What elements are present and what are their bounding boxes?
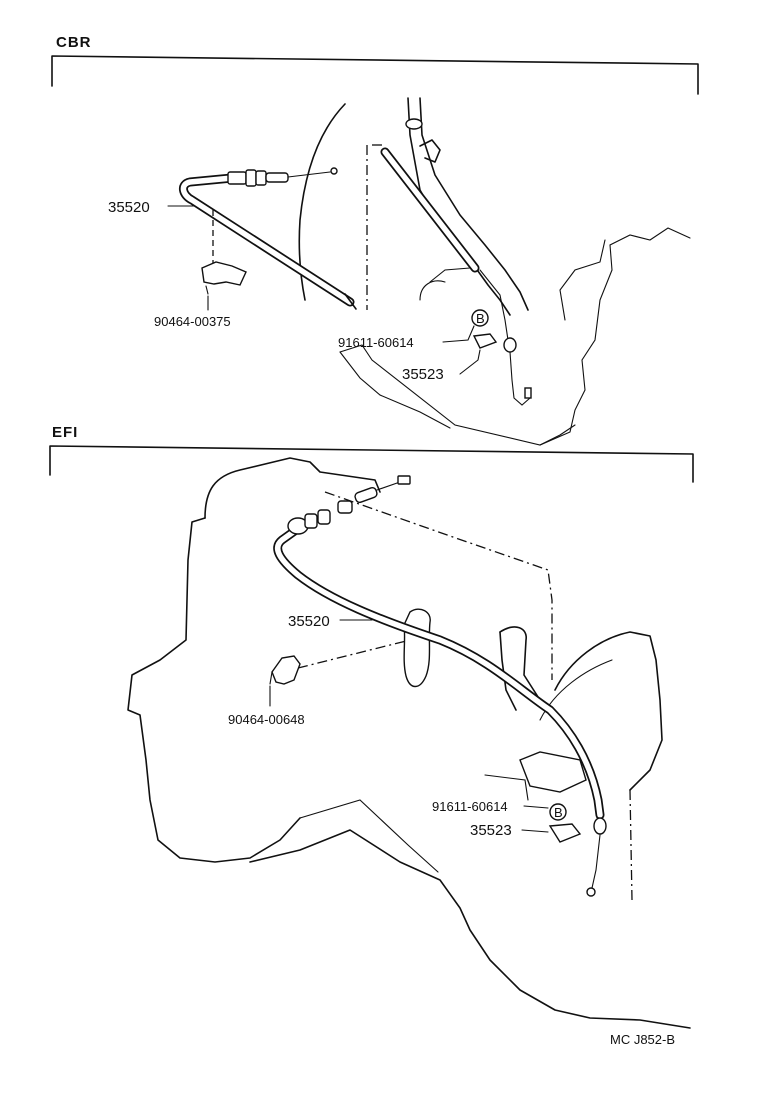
efi-engine-outline bbox=[204, 457, 381, 519]
cbr-bracket-label: 35523 bbox=[402, 366, 444, 383]
cbr-clamp-label: 90464-00375 bbox=[154, 314, 231, 329]
efi-bracket-icon bbox=[548, 823, 582, 843]
efi-leader-bracket bbox=[521, 829, 549, 833]
cbr-leader-bracket bbox=[459, 349, 481, 375]
efi-leader-bolt bbox=[523, 805, 549, 809]
cbr-dipstick-pipe-2 bbox=[419, 97, 529, 311]
efi-section-bracket bbox=[49, 445, 694, 483]
efi-throttle-tube bbox=[499, 626, 541, 701]
cbr-trans-detail bbox=[559, 239, 606, 321]
efi-cable-nut-2 bbox=[304, 513, 318, 529]
cbr-section-title: CBR bbox=[56, 34, 92, 51]
efi-throttle-bracket bbox=[519, 751, 587, 793]
cbr-section: CBR bbox=[51, 34, 699, 446]
cbr-cable-nut-1 bbox=[245, 169, 257, 187]
efi-clamp-label: 90464-00648 bbox=[228, 712, 305, 727]
cbr-detail-1 bbox=[429, 267, 471, 283]
cbr-cable-boot bbox=[503, 337, 517, 353]
efi-bolt-label: 91611-60614 bbox=[432, 799, 508, 814]
efi-bracket-base bbox=[484, 774, 529, 801]
cbr-cable-tail bbox=[509, 351, 531, 406]
cbr-bolt-marker bbox=[471, 309, 489, 327]
efi-section-title: EFI bbox=[52, 424, 78, 441]
cbr-engine-base bbox=[339, 227, 691, 446]
cbr-bolt-marker-label: B bbox=[476, 311, 485, 326]
cbr-engine-lower bbox=[339, 351, 451, 429]
cbr-inner-cable bbox=[287, 171, 331, 178]
cbr-cable-end bbox=[330, 167, 338, 175]
cbr-cable-nut-2 bbox=[255, 170, 267, 186]
cbr-section-bracket bbox=[51, 55, 699, 95]
efi-cable-boot bbox=[593, 817, 607, 835]
efi-cable-sleeve bbox=[354, 486, 378, 504]
efi-dash-trans bbox=[629, 789, 633, 901]
efi-cable-nut-4 bbox=[337, 500, 353, 514]
efi-dash-upper bbox=[324, 491, 553, 680]
efi-intake-runner bbox=[403, 608, 431, 688]
cbr-cable-fitting bbox=[227, 171, 247, 185]
figure-code: MC J852-B bbox=[610, 1032, 675, 1047]
cbr-cable-lower bbox=[479, 269, 509, 341]
cbr-cable-clip bbox=[419, 139, 441, 163]
cbr-cable-end-cap bbox=[344, 293, 357, 310]
efi-section: EFI bbox=[49, 424, 694, 1029]
cbr-leader-bolt bbox=[442, 325, 475, 343]
efi-inner-cable bbox=[376, 481, 401, 491]
efi-engine-bottom bbox=[249, 829, 691, 1029]
efi-cable-label: 35520 bbox=[288, 613, 330, 630]
efi-engine-sump bbox=[299, 799, 439, 873]
efi-transmission bbox=[554, 631, 663, 791]
efi-clamp-icon bbox=[271, 655, 301, 685]
cbr-pipe-cap bbox=[405, 118, 423, 130]
cbr-cable-sleeve bbox=[265, 172, 289, 183]
cbr-clamp-icon bbox=[201, 261, 247, 286]
efi-dash-clamp bbox=[297, 639, 411, 669]
efi-cable-tail bbox=[591, 834, 601, 889]
efi-engine-left bbox=[127, 517, 301, 863]
cbr-bracket-icon bbox=[472, 333, 498, 349]
efi-bracket-label: 35523 bbox=[470, 822, 512, 839]
efi-cable-tip bbox=[586, 887, 596, 897]
cbr-cable-tip bbox=[524, 387, 532, 399]
efi-cable-end bbox=[397, 475, 411, 485]
cbr-arc bbox=[419, 280, 446, 301]
cbr-trans-lower bbox=[539, 424, 576, 446]
efi-bolt-marker bbox=[549, 803, 567, 821]
efi-bolt-marker-label: B bbox=[554, 805, 563, 820]
efi-cable-nut-3 bbox=[317, 509, 331, 525]
cbr-cable-label: 35520 bbox=[108, 199, 150, 216]
cbr-bolt-label: 91611-60614 bbox=[338, 335, 414, 350]
